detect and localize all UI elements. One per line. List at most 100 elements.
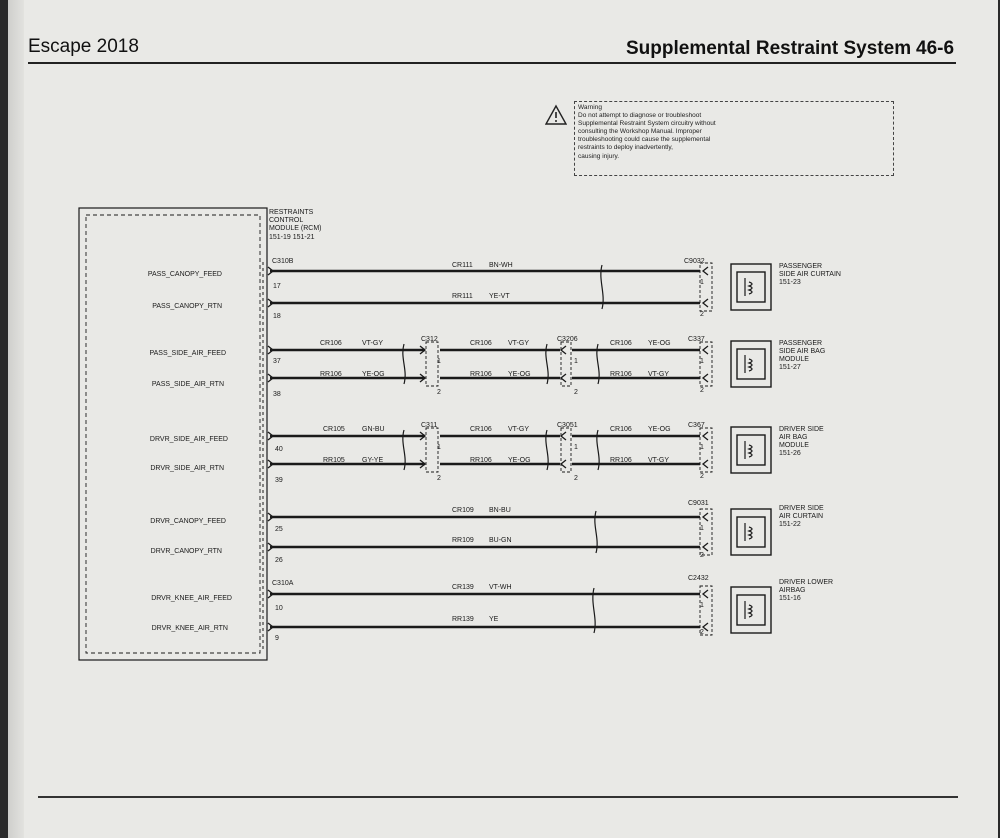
wire-color: YE-OG bbox=[508, 457, 531, 464]
wire-circuit: RR106 bbox=[470, 457, 492, 464]
component-name-line: DRIVER SIDE bbox=[779, 426, 824, 433]
component-pin: 1 bbox=[700, 602, 704, 609]
warning-line: restraints to deploy inadvertently, bbox=[578, 144, 673, 152]
header-rule bbox=[28, 62, 956, 64]
wire-color: BU-GN bbox=[489, 537, 512, 544]
twist-mark bbox=[402, 343, 406, 385]
component-name-line: DRIVER LOWER bbox=[779, 579, 833, 586]
component-pin: 2 bbox=[700, 629, 704, 636]
wire-color: VT-WH bbox=[489, 584, 512, 591]
inline-connector-label: C311 bbox=[421, 422, 437, 429]
wire-circuit: CR111 bbox=[452, 262, 473, 269]
component-pin: 2 bbox=[700, 311, 704, 318]
wire-color: GN-BU bbox=[362, 426, 385, 433]
component-name-line: 151-23 bbox=[779, 279, 801, 286]
inline-connector-c3051 bbox=[560, 427, 572, 473]
pin-label: DRVR_KNEE_AIR_FEED bbox=[151, 595, 232, 602]
page-number: 46-6 bbox=[916, 38, 955, 59]
pin-number: 9 bbox=[275, 635, 279, 642]
warning-box bbox=[574, 101, 894, 176]
component-connector-label: C367 bbox=[688, 422, 705, 429]
wire-color: VT-GY bbox=[508, 426, 529, 433]
rcm-module-inner bbox=[85, 214, 261, 654]
wire-color: VT-GY bbox=[648, 371, 669, 378]
component-connector-c2432 bbox=[699, 585, 713, 636]
wire-color: VT-GY bbox=[508, 340, 529, 347]
wire-circuit: CR106 bbox=[320, 340, 342, 347]
component-connector-c337 bbox=[699, 341, 713, 387]
twist-mark bbox=[545, 343, 549, 385]
wire-color: YE-OG bbox=[648, 340, 671, 347]
connector-arrows bbox=[267, 266, 709, 632]
passenger-side-air-bag-icon bbox=[730, 340, 772, 388]
connector-c310a: C310A bbox=[272, 580, 294, 587]
passenger-side-air-curtain-icon bbox=[730, 263, 772, 311]
page-spine bbox=[8, 0, 24, 838]
pin-number: 39 bbox=[275, 477, 283, 484]
warning-line: Warning bbox=[578, 104, 602, 111]
pin-label: PASS_CANOPY_RTN bbox=[152, 303, 222, 310]
component-name-line: AIR BAG bbox=[779, 434, 807, 441]
warning-line: Supplemental Restraint System circuitry … bbox=[578, 120, 716, 128]
inline-connector-label: C3206 bbox=[557, 336, 578, 343]
footer-rule bbox=[38, 796, 958, 798]
component-name-line: DRIVER SIDE bbox=[779, 505, 824, 512]
pin-label: PASS_CANOPY_FEED bbox=[148, 271, 222, 278]
inline-connector-label: C3051 bbox=[557, 422, 578, 429]
wire-color: BN-BU bbox=[489, 507, 511, 514]
twist-mark bbox=[596, 343, 600, 385]
rcm-name-line: RESTRAINTS bbox=[269, 209, 314, 216]
wire-color: YE bbox=[489, 616, 499, 623]
component-name-line: 151-16 bbox=[779, 595, 801, 602]
wire-color: VT-GY bbox=[362, 340, 383, 347]
component-connector-c9031 bbox=[699, 508, 713, 556]
inline-connector-c3206 bbox=[560, 341, 572, 387]
twist-mark bbox=[596, 429, 600, 471]
rcm-name-line: 151-19 151-21 bbox=[269, 234, 315, 241]
pin-number: 17 bbox=[273, 283, 281, 290]
inline-pin: 2 bbox=[574, 475, 578, 482]
wire-color: BN-WH bbox=[489, 262, 513, 269]
component-pin: 1 bbox=[700, 279, 704, 286]
wire-color: YE-OG bbox=[508, 371, 531, 378]
pin-number: 37 bbox=[273, 358, 281, 365]
section-title: Supplemental Restraint System bbox=[626, 38, 912, 59]
wire-color: GY-YE bbox=[362, 457, 383, 464]
pin-label: PASS_SIDE_AIR_RTN bbox=[152, 381, 224, 388]
warning-line: consulting the Workshop Manual. Improper bbox=[578, 128, 702, 136]
pin-number: 25 bbox=[275, 526, 283, 533]
driver-side-air-curtain-icon bbox=[730, 508, 772, 556]
component-connector-label: C9031 bbox=[688, 500, 709, 507]
wire-circuit: CR106 bbox=[470, 340, 492, 347]
driver-side-air-bag-icon bbox=[730, 426, 772, 474]
inline-pin: 2 bbox=[437, 389, 441, 396]
component-pin: 2 bbox=[700, 473, 704, 480]
wire-circuit: CR106 bbox=[610, 340, 632, 347]
driver-lower-airbag-icon bbox=[730, 586, 772, 634]
component-connector-label: C2432 bbox=[688, 575, 709, 582]
pin-label: DRVR_SIDE_AIR_FEED bbox=[150, 436, 228, 443]
pin-number: 40 bbox=[275, 446, 283, 453]
connector-c310b: C310B bbox=[272, 258, 294, 265]
pin-label: DRVR_CANOPY_FEED bbox=[150, 518, 226, 525]
wire-circuit: RR106 bbox=[320, 371, 342, 378]
pin-label: DRVR_CANOPY_RTN bbox=[151, 548, 222, 555]
component-pin: 1 bbox=[700, 358, 704, 365]
wire-circuit: RR106 bbox=[610, 371, 632, 378]
pin-label: DRVR_SIDE_AIR_RTN bbox=[150, 465, 224, 472]
wire-circuit: RR111 bbox=[452, 293, 473, 300]
component-connector-c9032 bbox=[699, 262, 713, 312]
inline-connector-c311 bbox=[425, 427, 439, 473]
twist-mark bbox=[600, 264, 604, 310]
rcm-module-box bbox=[78, 207, 268, 661]
component-name-line: SIDE AIR CURTAIN bbox=[779, 271, 841, 278]
component-name-line: AIR CURTAIN bbox=[779, 513, 823, 520]
wire-color: YE-OG bbox=[648, 426, 671, 433]
wire-color: YE-OG bbox=[362, 371, 385, 378]
component-name-line: MODULE bbox=[779, 442, 809, 449]
wire-circuit: CR106 bbox=[470, 426, 492, 433]
wire-circuit: RR105 bbox=[323, 457, 345, 464]
component-name-line: SIDE AIR BAG bbox=[779, 348, 825, 355]
wire-color: VT-GY bbox=[648, 457, 669, 464]
